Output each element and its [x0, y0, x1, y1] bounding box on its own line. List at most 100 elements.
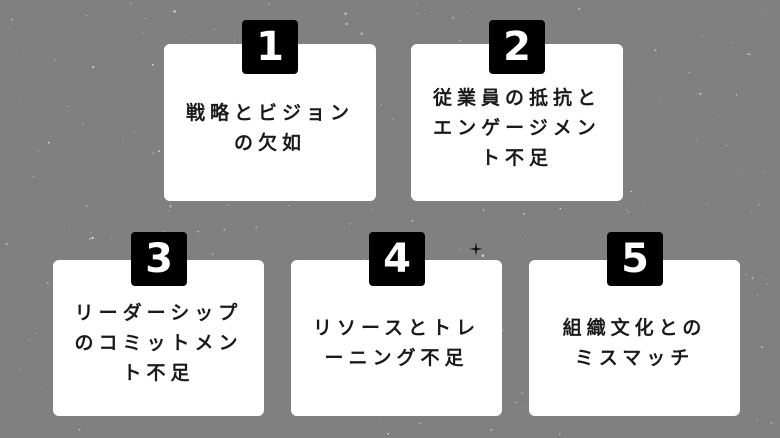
star-speck [34, 332, 36, 334]
star-speck [762, 171, 764, 172]
star-speck [726, 145, 727, 146]
item-number-badge-4: 4 [369, 232, 425, 286]
item-number-badge-2: 2 [489, 20, 545, 74]
star-speck [451, 16, 455, 19]
star-speck [659, 98, 661, 100]
item-text-3: リーダーシップ のコミットメン ト不足 [74, 302, 243, 384]
star-speck [599, 12, 601, 14]
star-speck [502, 329, 504, 331]
star-speck [750, 54, 751, 55]
item-text-2: 従業員の抵抗と エンゲージメン ト不足 [432, 86, 601, 169]
item-text-4: リソースとトレ ーニング不足 [312, 317, 481, 369]
star-speck [123, 138, 124, 140]
star-speck [145, 17, 147, 19]
star-speck [16, 49, 18, 51]
star-speck [756, 419, 758, 421]
star-speck [48, 141, 50, 144]
star-speck [431, 10, 433, 12]
star-speck [481, 254, 485, 257]
star-speck [559, 207, 562, 210]
star-speck [712, 118, 714, 120]
star-speck [54, 59, 56, 61]
star-speck [9, 28, 10, 30]
star-speck [135, 18, 137, 20]
star-speck [75, 56, 76, 58]
star-speck [211, 253, 214, 255]
star-speck [133, 131, 135, 133]
star-speck [11, 18, 13, 21]
star-speck [227, 204, 229, 206]
star-speck [111, 237, 112, 239]
star-speck [45, 384, 47, 386]
star-speck [46, 282, 49, 284]
star-speck [750, 212, 752, 214]
item-number-badge-5: 5 [607, 232, 663, 286]
star-speck [626, 209, 628, 211]
star-speck [701, 35, 703, 37]
star-speck [751, 277, 754, 280]
star-speck [747, 53, 750, 55]
star-speck [411, 219, 414, 222]
star-speck [168, 210, 170, 212]
star-speck [197, 230, 200, 233]
item-card-4: リソースとトレ ーニング不足 [291, 260, 502, 416]
star-speck [735, 94, 738, 96]
star-speck [757, 294, 759, 296]
star-speck [112, 189, 114, 191]
star-speck [233, 39, 235, 41]
star-speck [415, 1, 418, 4]
star-speck [578, 8, 580, 10]
star-speck [152, 152, 154, 154]
star-speck [130, 2, 132, 4]
star-speck [360, 32, 363, 35]
star-speck [67, 106, 69, 107]
star-speck [417, 13, 419, 15]
star-speck [90, 231, 92, 233]
star-speck [482, 209, 485, 211]
star-speck [761, 346, 763, 349]
star-speck [26, 400, 28, 402]
star-speck [380, 104, 382, 106]
star-speck [523, 213, 525, 215]
star-speck [770, 421, 773, 425]
star-speck [723, 124, 725, 126]
star-speck [78, 428, 81, 431]
star-speck [92, 66, 95, 69]
star-speck [268, 2, 270, 5]
star-speck [699, 92, 702, 96]
star-speck [642, 204, 644, 206]
star-speck [559, 433, 561, 435]
star-speck [630, 190, 633, 193]
star-speck [521, 232, 523, 234]
sparkle-icon [469, 242, 483, 256]
star-speck [19, 97, 21, 99]
star-speck [68, 229, 70, 231]
star-speck [419, 422, 422, 425]
item-text-1: 戦略とビジョン の欠如 [185, 101, 354, 154]
item-text-5: 組織文化との ミスマッチ [562, 317, 707, 369]
star-speck [760, 13, 762, 15]
star-speck [12, 117, 14, 119]
star-speck [696, 140, 698, 142]
star-speck [86, 15, 88, 17]
star-speck [688, 72, 690, 73]
star-speck [197, 258, 199, 260]
star-speck [372, 209, 374, 211]
star-speck [345, 22, 348, 26]
item-card-1: 戦略とビジョン の欠如 [164, 44, 376, 201]
star-speck [392, 118, 394, 121]
star-speck [627, 82, 629, 84]
star-speck [173, 10, 176, 13]
star-speck [223, 228, 225, 231]
star-speck [765, 283, 768, 285]
star-speck [142, 32, 144, 34]
star-speck [255, 226, 257, 229]
star-speck [158, 150, 160, 152]
star-speck [89, 237, 91, 240]
star-speck [627, 211, 629, 213]
star-speck [1, 207, 3, 209]
star-speck [19, 368, 21, 370]
star-speck [466, 10, 468, 12]
star-speck [81, 123, 84, 125]
